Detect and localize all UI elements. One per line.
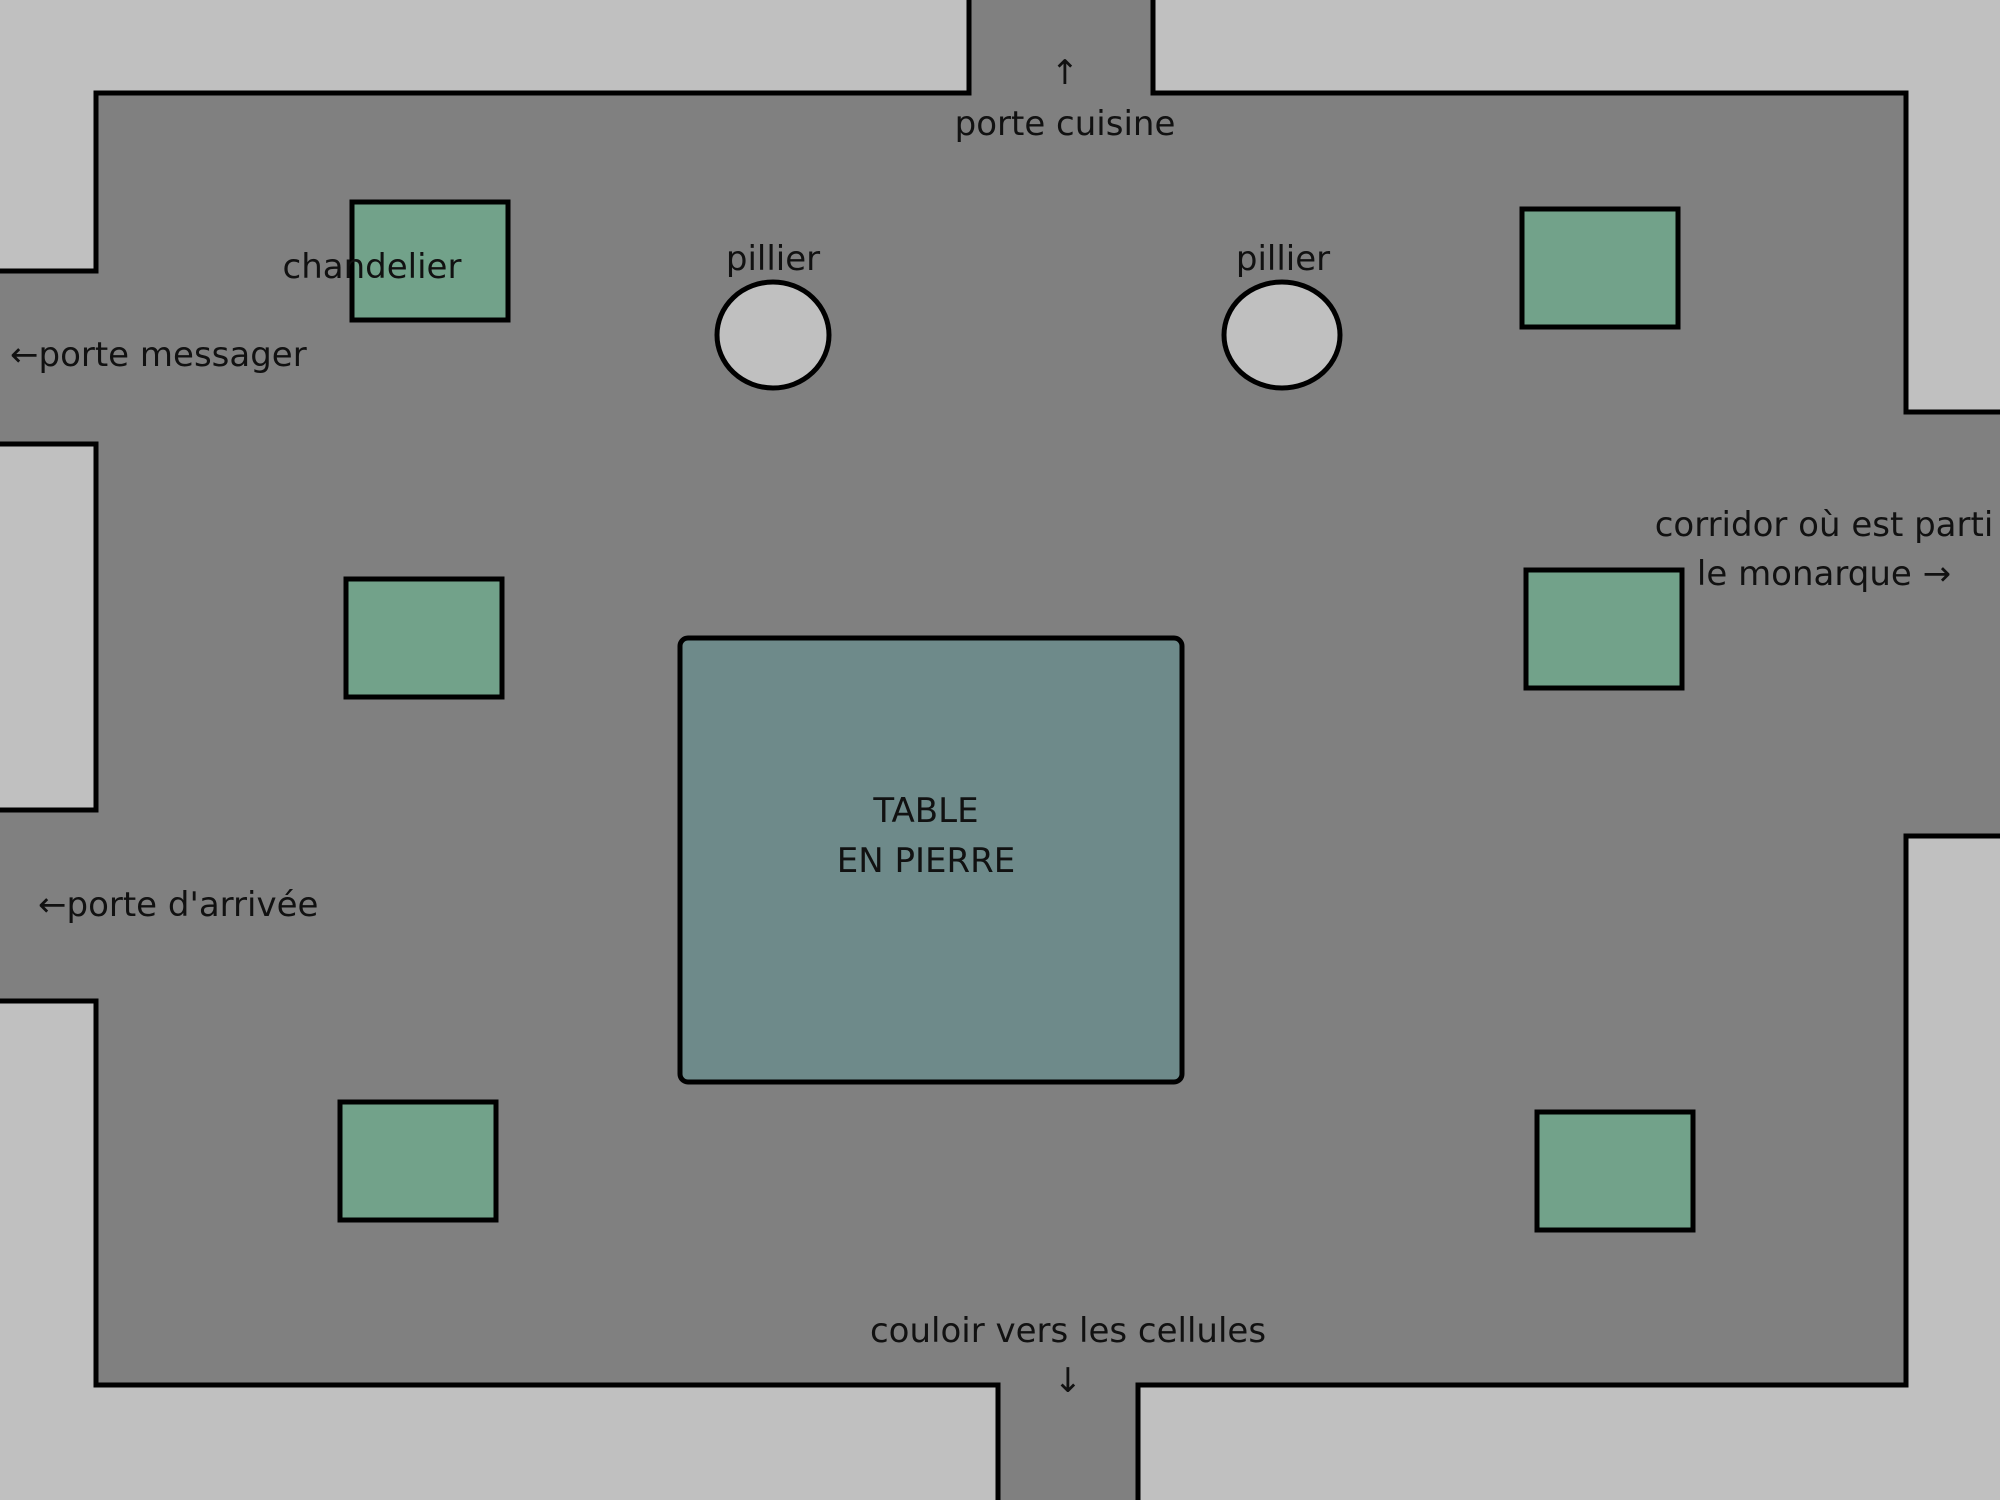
wall-north-west (0, 0, 972, 274)
arrival-door-floor (0, 810, 98, 1001)
kitchen-arrow-label: ↑ (1051, 53, 1080, 93)
chandelier-top-left (349, 199, 511, 323)
wall-north-east (1150, 0, 2000, 415)
chandelier-middle-right (1523, 567, 1685, 691)
messenger-door-floor (0, 271, 98, 444)
chandelier-middle-left (343, 576, 505, 700)
cells-corridor-label: couloir vers les cellules (870, 1311, 1266, 1351)
pillars (714, 279, 1343, 391)
monarch-corridor-floor (1906, 412, 2000, 836)
wall-west-middle (0, 441, 99, 813)
stone-table (677, 635, 1185, 1085)
kitchen-corridor-floor (969, 0, 1153, 95)
kitchen-door-label: porte cuisine (955, 104, 1176, 144)
monarch-corridor-label-line1: corridor où est parti (1655, 505, 1994, 545)
pillar-right (1221, 279, 1343, 391)
table-label-line2: EN PIERRE (837, 841, 1015, 881)
messenger-door-label: ←porte messager (10, 335, 307, 375)
cells-corridor-floor (998, 1383, 1138, 1500)
chandeliers (337, 199, 1696, 1233)
chandelier-label: chandelier (283, 247, 462, 287)
wall-south-east (1135, 833, 2000, 1500)
wall-south-west (0, 998, 1001, 1500)
pillar-left (714, 279, 832, 391)
pillar-right-label: pillier (1236, 239, 1330, 279)
chandelier-bottom-right (1534, 1109, 1696, 1233)
monarch-corridor-label-line2: le monarque → (1697, 554, 1951, 594)
chandelier-top-right (1519, 206, 1681, 330)
chandelier-bottom-left (337, 1099, 499, 1223)
pillar-left-label: pillier (726, 239, 820, 279)
cells-arrow-label: ↓ (1054, 1361, 1083, 1401)
table-label-line1: TABLE (872, 791, 978, 831)
arrival-door-label: ←porte d'arrivée (38, 885, 318, 925)
